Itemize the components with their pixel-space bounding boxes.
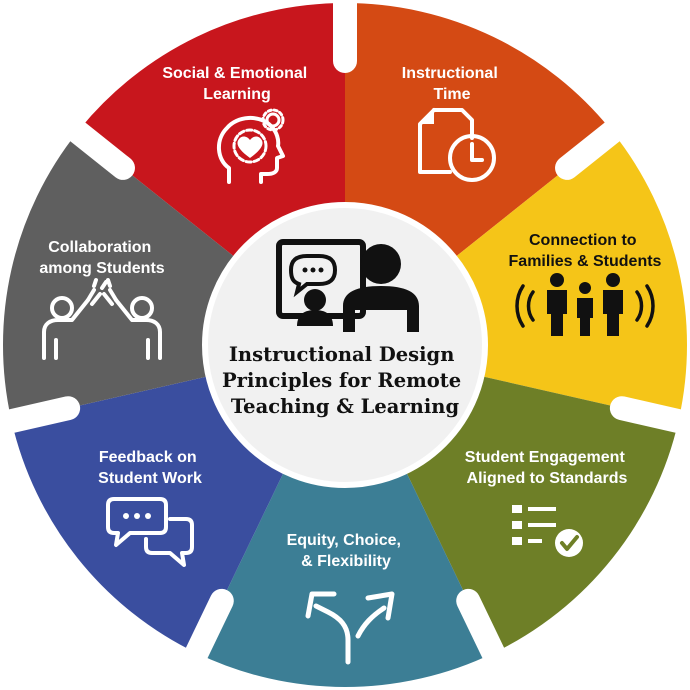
segment-collaboration-among-students <box>2 131 252 422</box>
segment-separator <box>555 116 630 180</box>
label-instructional-time: Instructional Time <box>402 65 502 103</box>
label-student-engagement-standards: Student Engagement Aligned to Standards <box>465 449 629 487</box>
head-heart-gears-icon <box>217 108 285 184</box>
segment-separator <box>0 396 81 435</box>
label-social-emotional-learning: Social & Emotional Learning <box>162 65 311 103</box>
segment-equity-choice-flexibility <box>196 453 494 687</box>
segment-separator <box>456 588 508 671</box>
label-feedback-student-work: Feedback on Student Work <box>98 449 202 487</box>
checklist-icon <box>512 505 583 557</box>
label-collaboration-among-students: Collaboration among Students <box>39 239 164 277</box>
segment-separator <box>609 396 690 435</box>
segment-student-engagement-standards <box>397 371 679 654</box>
chat-bubbles-icon <box>106 497 194 567</box>
label-equity-choice-flexibility: Equity, Choice, & Flexibility <box>287 532 406 570</box>
segment-feedback-student-work <box>11 371 293 654</box>
family-broadcast-icon <box>515 273 655 336</box>
label-connection-families-students: Connection to Families & Students <box>509 232 662 270</box>
document-clock-icon <box>418 108 496 182</box>
split-arrow-icon <box>305 591 395 665</box>
segment-separators <box>0 0 690 671</box>
video-conference-icon <box>276 239 419 332</box>
segment-separator <box>182 588 234 671</box>
segment-social-emotional-learning <box>77 3 345 271</box>
center-title: Instructional Design Principles for Remo… <box>222 343 468 418</box>
high-five-icon <box>42 278 162 360</box>
segment-separator <box>60 116 135 180</box>
center-circle <box>202 202 488 488</box>
